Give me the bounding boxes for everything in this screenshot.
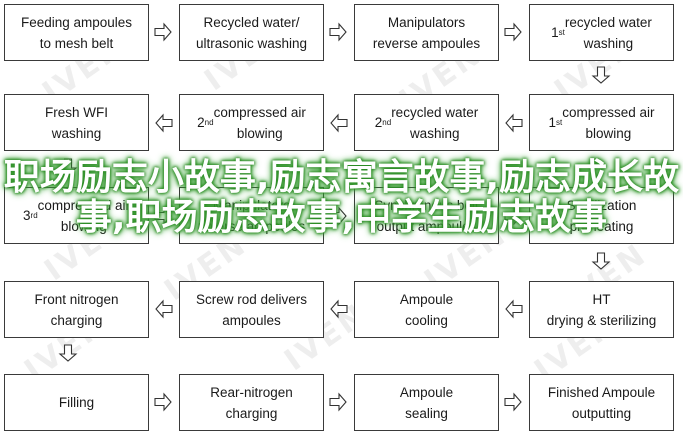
step-feeding-ampoules: Feeding ampoules to mesh belt	[4, 4, 149, 61]
step-manipulators-reverse-ampoules: Manipulators reverse ampoules	[354, 4, 499, 61]
step-front-nitrogen-charging: Front nitrogen charging	[4, 281, 149, 338]
step-screw-rod-delivers-ampoules: Screw rod delivers ampoules	[179, 281, 324, 338]
step-finished-ampoule-outputting: Finished Ampoule outputting	[529, 374, 674, 431]
step-filling: Filling	[4, 374, 149, 431]
step-ampoule-sealing: Ampoule sealing	[354, 374, 499, 431]
step-sterilization-preheating: Sterilization preheating	[529, 187, 674, 244]
arrow-left	[330, 300, 348, 318]
arrow-down	[592, 252, 610, 270]
arrow-left	[505, 114, 523, 132]
step-fresh-wfi-washing: Fresh WFI washing	[4, 94, 149, 151]
step-ampoule-cooling: Ampoule cooling	[354, 281, 499, 338]
arrow-right	[329, 23, 347, 41]
arrow-right	[504, 23, 522, 41]
arrow-down	[592, 66, 610, 84]
arrow-down	[59, 344, 77, 362]
arrow-right	[154, 23, 172, 41]
arrow-left	[330, 114, 348, 132]
step-manipulators-reverse-ampoules-2: Manipulators reverse ampoules	[179, 187, 324, 244]
step-synchronous-belt-output: Synchronous belt output ampoules	[354, 187, 499, 244]
arrow-right	[154, 393, 172, 411]
overlay-caption: 职场励志小故事,励志寓言故事,励志成长故事,职场励志故事,中学生励志故事	[3, 157, 680, 238]
step-rear-nitrogen-charging: Rear-nitrogen charging	[179, 374, 324, 431]
arrow-left	[505, 300, 523, 318]
arrow-left	[155, 300, 173, 318]
arrow-right	[329, 393, 347, 411]
step-recycled-ultrasonic-washing: Recycled water/ ultrasonic washing	[179, 4, 324, 61]
step-ht-drying-sterilizing: HT drying & sterilizing	[529, 281, 674, 338]
arrow-left	[155, 114, 173, 132]
arrow-right	[504, 393, 522, 411]
